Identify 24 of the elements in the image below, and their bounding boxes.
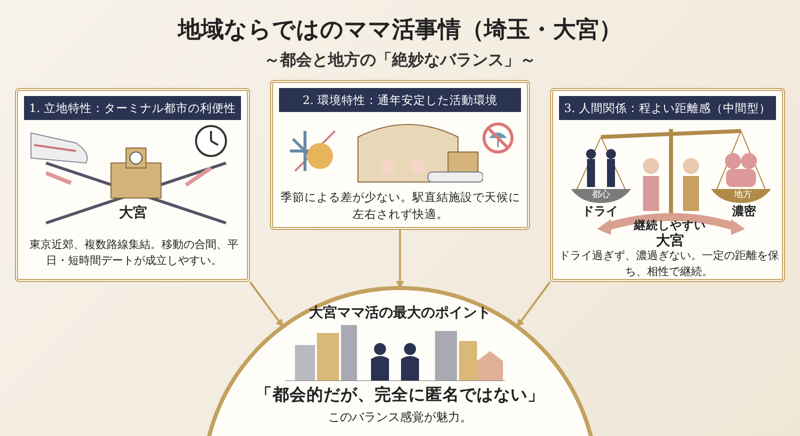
place-label: 大宮 — [118, 204, 148, 223]
panel-header: 2. 環境特性：通年安定した活動環境 — [279, 88, 521, 112]
scale-label: ドライ — [581, 203, 619, 220]
subtitle: ～都会と地方の「絶妙なバランス」～ — [263, 50, 537, 71]
arrow-label: 継続しやすい — [632, 217, 707, 232]
key-quote: 「都会的だが、完全に匿名ではない」 — [254, 384, 546, 406]
scale-label: 濃密 — [731, 203, 757, 220]
panel-header: 1. 立地特性：ターミナル都市の利便性 — [24, 96, 241, 120]
pointer-arrow — [516, 281, 551, 328]
scale-label: 地方 — [733, 189, 753, 202]
place-label: 大宮 — [655, 232, 685, 250]
info-panel — [550, 88, 785, 282]
title: 地域ならではのママ活事情（埼玉・大宮） — [176, 15, 623, 45]
panel-text: 季節による差が少ない。駅直結施設で天候に左右されず快適。 — [280, 189, 522, 222]
circle-text: このバランス感覚が魅力。 — [327, 409, 473, 426]
info-panel — [15, 88, 250, 282]
circle-heading: 大宮ママ活の最大のポイント — [308, 304, 492, 323]
info-panel — [270, 80, 530, 230]
pointer-arrow — [249, 281, 284, 328]
panel-text: 東京近郊、複数路線集結。移動の合間、平日・短時間デートが成立しやすい。 — [28, 237, 240, 269]
scale-label: 都心 — [591, 189, 611, 202]
panel-header: 3. 人間関係：程よい距離感（中間型） — [559, 96, 776, 120]
pointer-arrow — [396, 230, 404, 289]
panel-text: ドライ過ぎず、濃過ぎない。一定の距離を保ち、相性で継続。 — [559, 248, 779, 280]
